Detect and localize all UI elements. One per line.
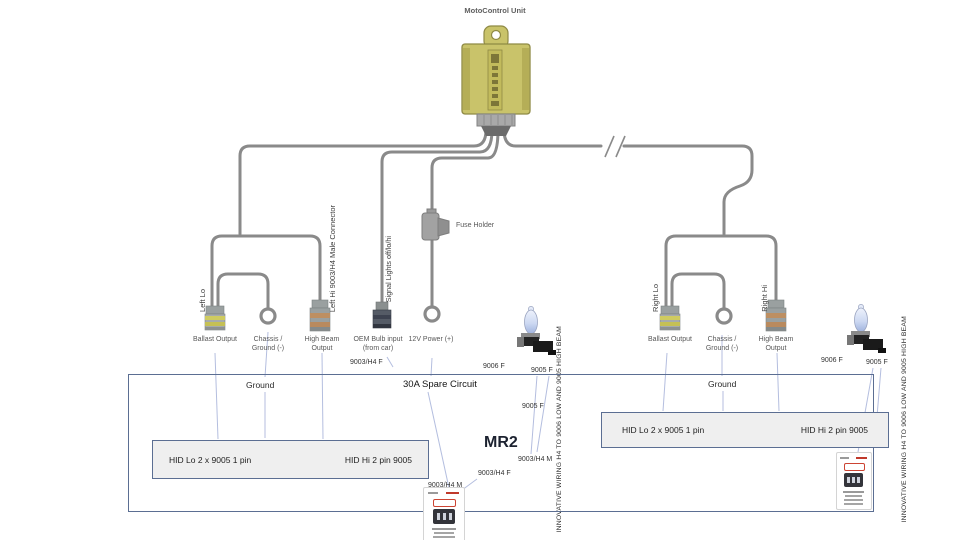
card-text-line xyxy=(434,532,454,534)
label-ballast-output-right: Ballast Output xyxy=(648,336,692,343)
card-text-line xyxy=(844,499,863,501)
label-ballast-output-left: Ballast Output xyxy=(193,336,237,343)
label-9003-h4-f-oem: 9003/H4 F xyxy=(350,359,383,366)
card-text-line xyxy=(844,503,863,505)
hid-hi-left: HID Hi 2 pin 9005 xyxy=(344,454,412,465)
wire-right-ground-loop xyxy=(670,272,726,310)
hid-lo-right: HID Lo 2 x 9005 1 pin xyxy=(622,425,705,435)
label-ground-right: Ground xyxy=(708,379,737,389)
wire-right-main-b xyxy=(622,144,754,236)
mount-hole xyxy=(490,29,502,41)
watermark-right: INNOVATIVE WIRING H4 TO 9006 LOW AND 900… xyxy=(901,315,908,522)
label-9005f-right: 9005 F xyxy=(866,359,888,366)
label-high-beam-output-left: High Beam Output xyxy=(304,336,340,352)
wire-12v xyxy=(430,128,500,308)
card-text-line xyxy=(843,491,864,493)
hid-lo-left: HID Lo 2 x 9005 1 pin xyxy=(169,454,252,465)
label-chassis-ground-right: Chassis / Ground (-) xyxy=(705,336,739,352)
card-badge xyxy=(433,499,456,507)
card-text-line xyxy=(432,528,456,530)
label-9003-h4-m-a: 9003/H4 M xyxy=(518,456,553,463)
wire-left-branch xyxy=(210,234,322,310)
high-beam-connector-left-icon xyxy=(309,299,331,332)
h4-connector-card-right xyxy=(836,452,872,510)
motocontrol-unit-icon xyxy=(461,25,531,136)
fuse-holder-icon xyxy=(421,208,450,241)
label-left-lo: Left Lo xyxy=(198,289,207,312)
label-9006f-center: 9006 F xyxy=(483,363,505,370)
label-high-beam-output-right: High Beam Output xyxy=(758,336,794,352)
card-text-line xyxy=(856,457,867,459)
wire-right-main-a xyxy=(502,128,603,148)
label-car-model: MR2 xyxy=(484,434,518,451)
wire-left-main xyxy=(238,128,488,236)
wire-left-ground-loop xyxy=(216,272,270,310)
card-connector-icon xyxy=(433,509,455,524)
hid-box-right: HID Lo 2 x 9005 1 pin HID Hi 2 pin 9005 xyxy=(601,412,889,448)
label-spare-circuit: 30A Spare Circuit xyxy=(403,379,477,390)
label-right-hi: Right Hi xyxy=(760,285,769,312)
fuse-holder-label: Fuse Holder xyxy=(456,222,495,229)
ring-terminal-ground-right-icon xyxy=(715,307,733,325)
card-badge xyxy=(844,463,865,471)
ballast-connector-left-icon xyxy=(204,305,226,331)
label-9003-h4-f-b: 9003/H4 F xyxy=(478,470,511,477)
wire-signal xyxy=(380,128,494,306)
leader-lines xyxy=(214,331,882,495)
harness-wires xyxy=(210,128,778,310)
label-ground-left: Ground xyxy=(246,380,275,390)
card-connector-icon xyxy=(844,473,863,487)
ring-terminal-12v-icon xyxy=(423,305,441,323)
label-9003-h4-m-b: 9003/H4 M xyxy=(428,482,463,489)
label-oem-bulb-input: OEM Bulb input (from car) xyxy=(353,336,403,352)
hid-hi-right: HID Hi 2 pin 9005 xyxy=(800,425,868,435)
label-9005f-center: 9005 F xyxy=(531,367,553,374)
hid-bulb-center-icon xyxy=(517,306,556,355)
unit-connector xyxy=(476,113,516,127)
label-9006f-right: 9006 F xyxy=(821,357,843,364)
hid-bulb-right-icon xyxy=(847,304,886,353)
oem-input-connector-icon xyxy=(372,301,392,329)
label-left-hi: Left Hi 9003/H4 Male Connector xyxy=(328,204,337,312)
label-9005f-mid: 9005 F xyxy=(522,403,544,410)
wire-break-icon xyxy=(604,135,626,158)
hid-box-left: HID Lo 2 x 9005 1 pin HID Hi 2 pin 9005 xyxy=(152,440,429,479)
page-title: MotoControl Unit xyxy=(464,6,526,15)
card-text-line xyxy=(840,457,849,459)
h4-connector-card-center xyxy=(423,487,465,540)
label-chassis-ground-left: Chassis / Ground (-) xyxy=(251,336,285,352)
label-right-lo: Right Lo xyxy=(651,284,660,312)
card-text-line xyxy=(845,495,862,497)
card-text-line xyxy=(433,536,455,538)
card-text-line xyxy=(446,492,459,494)
label-signal-lights: Signal Lights off/lo/hi xyxy=(384,235,393,302)
ring-terminal-ground-left-icon xyxy=(259,307,277,325)
ballast-connector-right-icon xyxy=(659,305,681,331)
wire-right-branch xyxy=(664,234,778,310)
high-beam-connector-right-icon xyxy=(765,299,787,332)
card-text-line xyxy=(428,492,438,494)
label-12v-power: 12V Power (+) xyxy=(408,336,454,343)
